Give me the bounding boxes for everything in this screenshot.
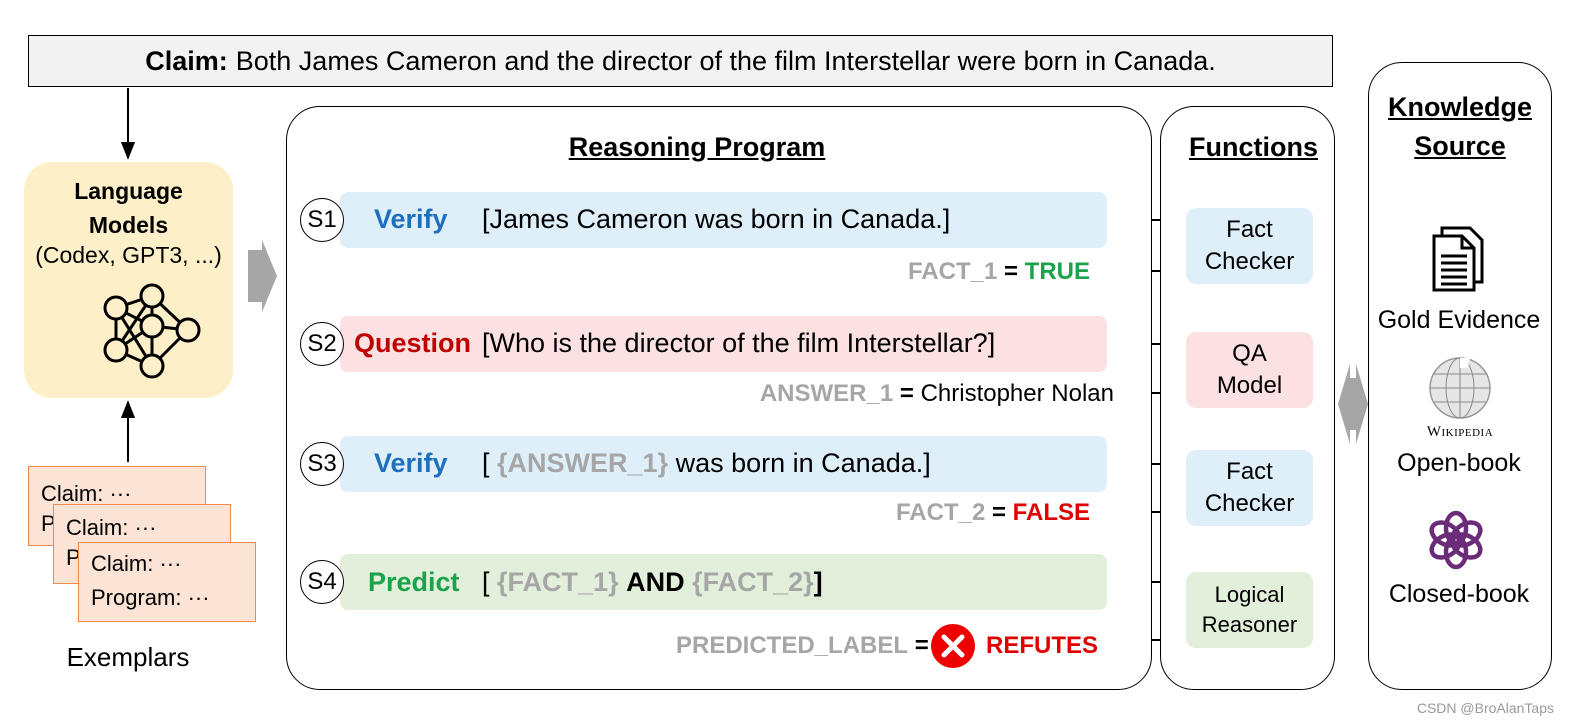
fn-line: Logical xyxy=(1214,582,1285,607)
step-op-question: Question xyxy=(354,328,472,358)
fn-line: Fact xyxy=(1226,216,1273,243)
step-arg-text: was born in Canada.] xyxy=(675,448,931,478)
exemplar-line: Claim: ··· xyxy=(66,515,157,540)
refutes-label: REFUTES xyxy=(986,632,1098,660)
bracket: [ xyxy=(482,567,490,597)
result-value: FALSE xyxy=(1012,499,1090,526)
claim-box: Claim: Both James Cameron and the direct… xyxy=(28,35,1333,87)
result-fact-1: FACT_1 = TRUE xyxy=(908,258,1090,286)
watermark: CSDN @BroAlanTaps xyxy=(1416,700,1554,716)
step-arg: [Who is the director of the film Interst… xyxy=(482,328,996,358)
fn-line: Fact xyxy=(1226,458,1273,485)
step-circle-s3: S3 xyxy=(300,442,344,486)
fn-line: Checker xyxy=(1204,490,1295,517)
openai-logo-icon xyxy=(1429,510,1483,570)
ks-title-line1: Knowledge xyxy=(1387,92,1532,122)
function-qa-model: QA Model xyxy=(1186,332,1313,408)
result-eq: = xyxy=(914,632,929,659)
fn-line: Reasoner xyxy=(1201,612,1298,637)
reasoning-program-title: Reasoning Program xyxy=(568,132,826,162)
wikipedia-globe-icon xyxy=(1429,357,1491,419)
ks-title-line2: Source xyxy=(1414,131,1506,161)
exemplar-line: P xyxy=(41,511,56,536)
fn-line: QA xyxy=(1232,340,1267,367)
claim-text: Both James Cameron and the director of t… xyxy=(235,45,1216,76)
language-models-subtitle: (Codex, GPT3, ...) xyxy=(35,242,222,268)
step-arg: [ {ANSWER_1} was born in Canada.] xyxy=(482,448,931,479)
open-book-label: Open-book xyxy=(1397,449,1521,477)
exemplar-line: Claim: ··· xyxy=(41,481,132,506)
result-var: PREDICTED_LABEL xyxy=(676,632,909,659)
language-models-box: Language Models (Codex, GPT3, ...) xyxy=(24,162,233,398)
lm-title-line1: Language xyxy=(74,178,183,204)
result-var: FACT_1 xyxy=(907,258,998,285)
lm-title-line2: Models xyxy=(88,212,169,238)
result-answer-1: ANSWER_1 = Christopher Nolan xyxy=(760,380,1114,408)
var-fact-1: {FACT_1} xyxy=(497,567,619,597)
document-icon xyxy=(1432,226,1484,292)
result-fact-2: FACT_2 = FALSE xyxy=(896,499,1090,527)
gold-evidence-label: Gold Evidence xyxy=(1377,306,1541,334)
result-eq: = xyxy=(1003,258,1018,285)
refutes-x-icon xyxy=(931,624,975,668)
var-fact-2: {FACT_2} xyxy=(692,567,814,597)
result-eq: = xyxy=(991,499,1006,526)
step-bar-s3 xyxy=(340,436,1107,492)
closed-book-label: Closed-book xyxy=(1388,580,1530,608)
result-value: REFUTES xyxy=(986,632,1099,659)
exemplars-label: Exemplars xyxy=(66,642,190,672)
var-answer-1: {ANSWER_1} xyxy=(497,448,669,478)
exemplar-line: Program: ··· xyxy=(91,585,210,610)
step-circle-s1: S1 xyxy=(300,198,344,242)
result-predicted-label: PREDICTED_LABEL = xyxy=(676,632,929,660)
result-eq: = xyxy=(899,380,914,407)
step-circle-s2: S2 xyxy=(300,322,344,366)
and-operator: AND xyxy=(626,567,685,597)
functions-title: Functions xyxy=(1189,132,1318,162)
step-arg: [James Cameron was born in Canada.] xyxy=(482,204,951,234)
bracket: ] xyxy=(813,567,823,597)
step-op-predict: Predict xyxy=(368,567,460,597)
step-arg: [ {FACT_1} AND {FACT_2}] xyxy=(482,567,823,598)
neural-network-icon xyxy=(103,283,201,379)
step-bar-s2 xyxy=(340,316,1107,372)
exemplar-card: Claim: ··· Program: ··· xyxy=(78,542,256,622)
claim-label: Claim: xyxy=(145,45,228,76)
fn-line: Model xyxy=(1216,372,1283,399)
step-op-verify: Verify xyxy=(374,448,448,478)
step-circle-s4: S4 xyxy=(300,560,344,604)
step-bar-s1 xyxy=(340,192,1107,248)
language-models-title: Language Models xyxy=(24,174,233,242)
step-op-verify: Verify xyxy=(374,204,448,234)
exemplar-line: P xyxy=(66,545,81,570)
result-value: Christopher Nolan xyxy=(920,380,1114,407)
fn-line: Checker xyxy=(1204,248,1295,275)
result-var: FACT_2 xyxy=(895,499,986,526)
result-value: TRUE xyxy=(1024,258,1090,285)
knowledge-source-title: Knowledge Source xyxy=(1368,88,1552,166)
result-var: ANSWER_1 xyxy=(759,380,894,407)
wikipedia-wordmark: Wikipedia xyxy=(1426,424,1494,440)
step-bar-s4 xyxy=(340,554,1107,610)
bracket: [ xyxy=(482,448,490,478)
exemplar-line: Claim: ··· xyxy=(91,551,182,576)
